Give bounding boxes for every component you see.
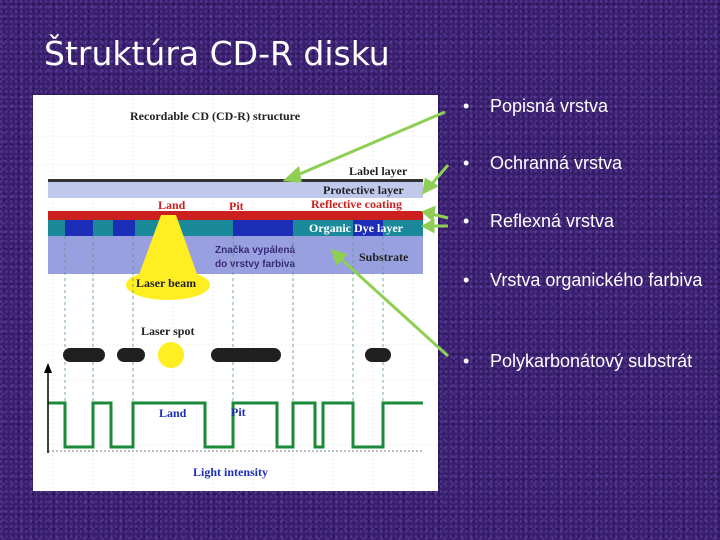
substrate-label: Substrate — [359, 250, 409, 264]
organic-dye-layer-label: Organic Dye layer — [309, 221, 404, 235]
bullet-marker: • — [463, 270, 470, 290]
bullet-text: Vrstva organického farbiva — [490, 270, 703, 290]
land-label: Land — [158, 198, 186, 212]
laser-spot-label: Laser spot — [141, 324, 194, 338]
pit-marks — [63, 348, 391, 362]
bullet-text: Polykarbonátový substrát — [490, 351, 693, 371]
label-layer — [48, 179, 423, 182]
reflective-coating-layer — [48, 211, 423, 220]
bullet-text: Ochranná vrstva — [490, 153, 623, 173]
annotation-line-1: Značka vypálená — [215, 245, 295, 256]
reflective-coating-label: Reflective coating — [311, 197, 402, 211]
light-intensity-waveform — [48, 401, 423, 449]
protective-layer — [48, 181, 423, 198]
bullet-text: Reflexná vrstva — [490, 211, 615, 231]
bullet-marker: • — [463, 351, 470, 371]
diagram-heading: Recordable CD (CD-R) structure — [130, 109, 301, 123]
protective-layer-label: Protective layer — [323, 183, 404, 197]
dye-pits — [65, 220, 383, 236]
laser-beam-label: Laser beam — [136, 276, 196, 290]
pit-label: Pit — [229, 199, 244, 213]
annotation-line-2: do vrstvy farbiva — [215, 259, 295, 270]
bullet-marker: • — [463, 211, 470, 231]
bullet-marker: • — [463, 153, 470, 173]
laser-beam-base — [126, 270, 210, 300]
cd-r-structure-diagram: Recordable CD (CD-R) structure Label lay… — [33, 95, 438, 491]
diagram-svg: Recordable CD (CD-R) structure Label lay… — [33, 95, 438, 491]
bullet-marker: • — [463, 96, 470, 116]
waveform-axis-arrow — [44, 363, 52, 373]
laser-spot — [158, 342, 184, 368]
bullet-text: Popisná vrstva — [490, 96, 609, 116]
pit-lower-label: Pit — [231, 405, 246, 419]
slide-title: Štruktúra CD-R disku — [44, 34, 390, 73]
land-lower-label: Land — [159, 406, 187, 420]
light-intensity-label: Light intensity — [193, 465, 268, 479]
label-layer-label: Label layer — [349, 164, 408, 178]
